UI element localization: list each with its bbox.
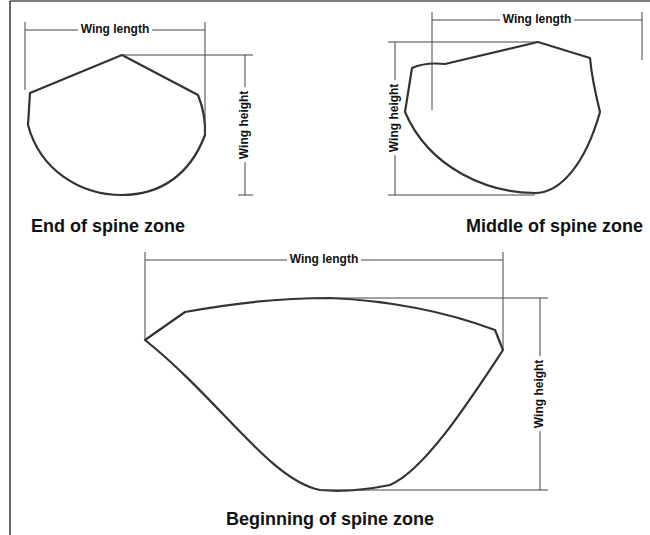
extension-line (642, 12, 643, 60)
border-line (9, 1, 10, 535)
extension-line (503, 252, 504, 350)
caption-text: Beginning of spine zone (223, 509, 437, 530)
extension-line (238, 195, 253, 196)
extension-line (320, 490, 548, 491)
dimension-label: Wing height (533, 357, 547, 432)
dimension-label: Wing height (388, 81, 402, 156)
dimension-lines (25, 12, 642, 490)
border-line (10, 0, 650, 1)
wing-outline (145, 298, 503, 491)
dimension-label: Wing length (78, 23, 153, 37)
extension-line (388, 42, 538, 43)
dimension-label: Wing length (287, 253, 362, 267)
figure-border (10, 1, 650, 535)
extension-line (122, 55, 253, 56)
dimension-label: Wing height (238, 88, 252, 163)
extension-line (388, 195, 535, 196)
extension-line (330, 298, 548, 299)
dimension-label: Wing length (500, 13, 575, 27)
wing-outline (405, 42, 600, 193)
extension-line (432, 12, 433, 110)
extension-line (25, 22, 26, 90)
caption-text: End of spine zone (28, 216, 188, 237)
caption-text: Middle of spine zone (463, 216, 646, 237)
wing-outline (28, 55, 205, 195)
extension-line (205, 22, 206, 135)
wing-outlines (28, 42, 600, 491)
extension-line (145, 252, 146, 340)
